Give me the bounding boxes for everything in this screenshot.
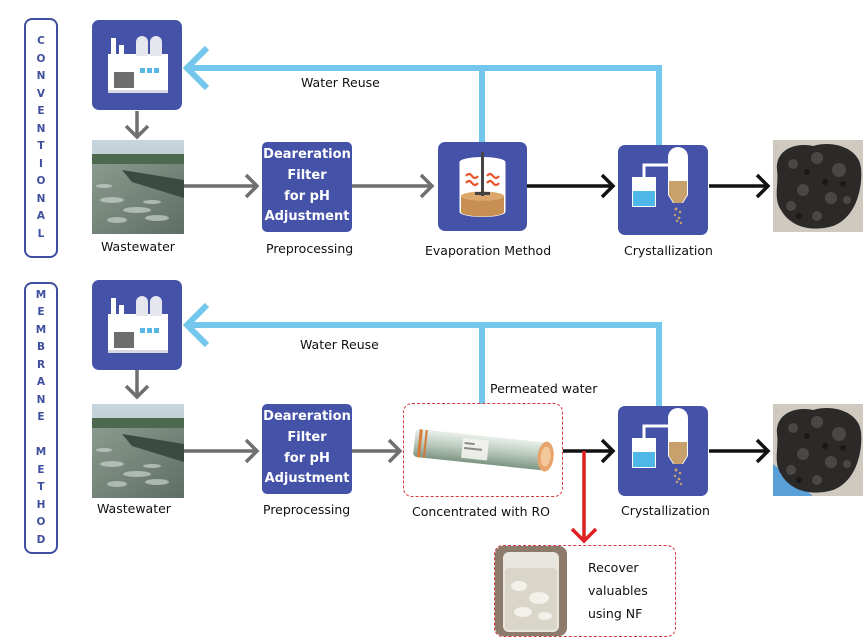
sludge-photo	[773, 404, 863, 496]
side-letter: E	[37, 306, 45, 319]
recover-line: using NF	[588, 606, 643, 621]
preprocessing-box-line: Deareration	[263, 409, 351, 424]
gray-arrow	[184, 438, 260, 464]
side-letter: L	[37, 227, 45, 240]
side-letter: I	[39, 157, 43, 170]
side-letter: A	[36, 376, 46, 389]
water-reuse-label: Water Reuse	[300, 337, 379, 352]
water-reuse-label: Water Reuse	[301, 75, 380, 90]
side-letter: T	[37, 140, 45, 152]
preprocessing-label: Preprocessing	[266, 241, 354, 256]
preprocessing-box-line: Adjustment	[264, 471, 350, 487]
side-letter: B	[36, 341, 45, 354]
sludge-photo	[773, 140, 863, 232]
wastewater-photo	[92, 140, 184, 234]
side-letter: M	[35, 446, 47, 459]
side-letter: E	[37, 105, 45, 117]
nf-beaker-photo	[495, 546, 567, 636]
preprocessing-box-line: Deareration	[263, 147, 351, 162]
membrane-reuse-line	[182, 302, 662, 410]
gray-arrow	[352, 173, 435, 199]
side-letter: O	[36, 516, 46, 529]
black-arrow	[527, 173, 616, 199]
evaporator-icon	[459, 152, 506, 217]
side-letter: T	[37, 481, 45, 494]
preprocessing-box-line: Filter	[287, 429, 327, 445]
side-letter: N	[36, 192, 46, 205]
black-arrow	[709, 438, 771, 464]
ro-membrane-box	[403, 403, 563, 497]
nf-recover-box: Recover valuables using NF	[494, 545, 676, 637]
side-letter: R	[36, 358, 46, 371]
side-letter: N	[36, 393, 46, 406]
evaporation-label: Evaporation Method	[425, 243, 552, 258]
factory-icon-box	[92, 280, 182, 370]
conventional-side-label: C O N V E N T I O N A L	[24, 18, 58, 258]
side-letter: M	[35, 288, 47, 301]
crystallizer-icon-box	[618, 406, 708, 496]
side-letter: D	[36, 533, 46, 546]
recover-line: Recover	[588, 560, 639, 575]
black-arrow	[709, 173, 771, 199]
side-letter: M	[35, 323, 47, 336]
membrane-side-label: M E M B R A N E M E T H O D	[24, 282, 58, 554]
red-arrow	[570, 451, 598, 544]
wastewater-photo	[92, 404, 184, 498]
ro-membrane-icon	[413, 429, 554, 472]
side-letter: C	[37, 35, 45, 47]
black-arrow	[563, 438, 616, 464]
preprocessing-box: Deareration Filter for pH Adjustment	[262, 142, 352, 232]
crystallizer-icon	[632, 408, 688, 486]
preprocessing-box-line: Adjustment	[264, 209, 350, 225]
down-arrow	[124, 370, 150, 400]
gray-arrow	[184, 173, 260, 199]
side-letter: V	[36, 87, 46, 100]
crystallization-label: Crystallization	[624, 243, 713, 258]
factory-icon	[108, 36, 168, 93]
side-letter: A	[36, 210, 46, 222]
gray-arrow	[352, 438, 403, 464]
preprocessing-label: Preprocessing	[263, 502, 351, 517]
side-letter: N	[36, 122, 46, 135]
crystallizer-icon-box	[618, 145, 708, 235]
side-letter: E	[37, 463, 45, 476]
evaporator-icon-box	[438, 142, 527, 231]
side-letter: E	[37, 411, 45, 424]
wastewater-label: Wastewater	[101, 239, 175, 254]
preprocessing-box-line: for pH	[284, 188, 330, 204]
factory-icon	[108, 296, 168, 353]
wastewater-label: Wastewater	[97, 501, 171, 516]
crystallization-label: Crystallization	[621, 503, 710, 518]
down-arrow	[124, 111, 150, 140]
side-letter: H	[36, 498, 46, 511]
recover-line: valuables	[588, 583, 648, 598]
permeated-water-label: Permeated water	[490, 381, 598, 396]
preprocessing-box: Deareration Filter for pH Adjustment	[262, 404, 352, 494]
preprocessing-box-line: for pH	[284, 450, 330, 466]
side-letter: N	[36, 70, 46, 82]
preprocessing-box-line: Filter	[287, 167, 327, 183]
side-letter: O	[36, 52, 46, 65]
concentrated-label: Concentrated with RO	[412, 504, 551, 519]
conventional-reuse-line	[182, 45, 662, 148]
factory-icon-box	[92, 20, 182, 110]
side-letter: O	[36, 175, 46, 187]
crystallizer-icon	[632, 147, 688, 225]
